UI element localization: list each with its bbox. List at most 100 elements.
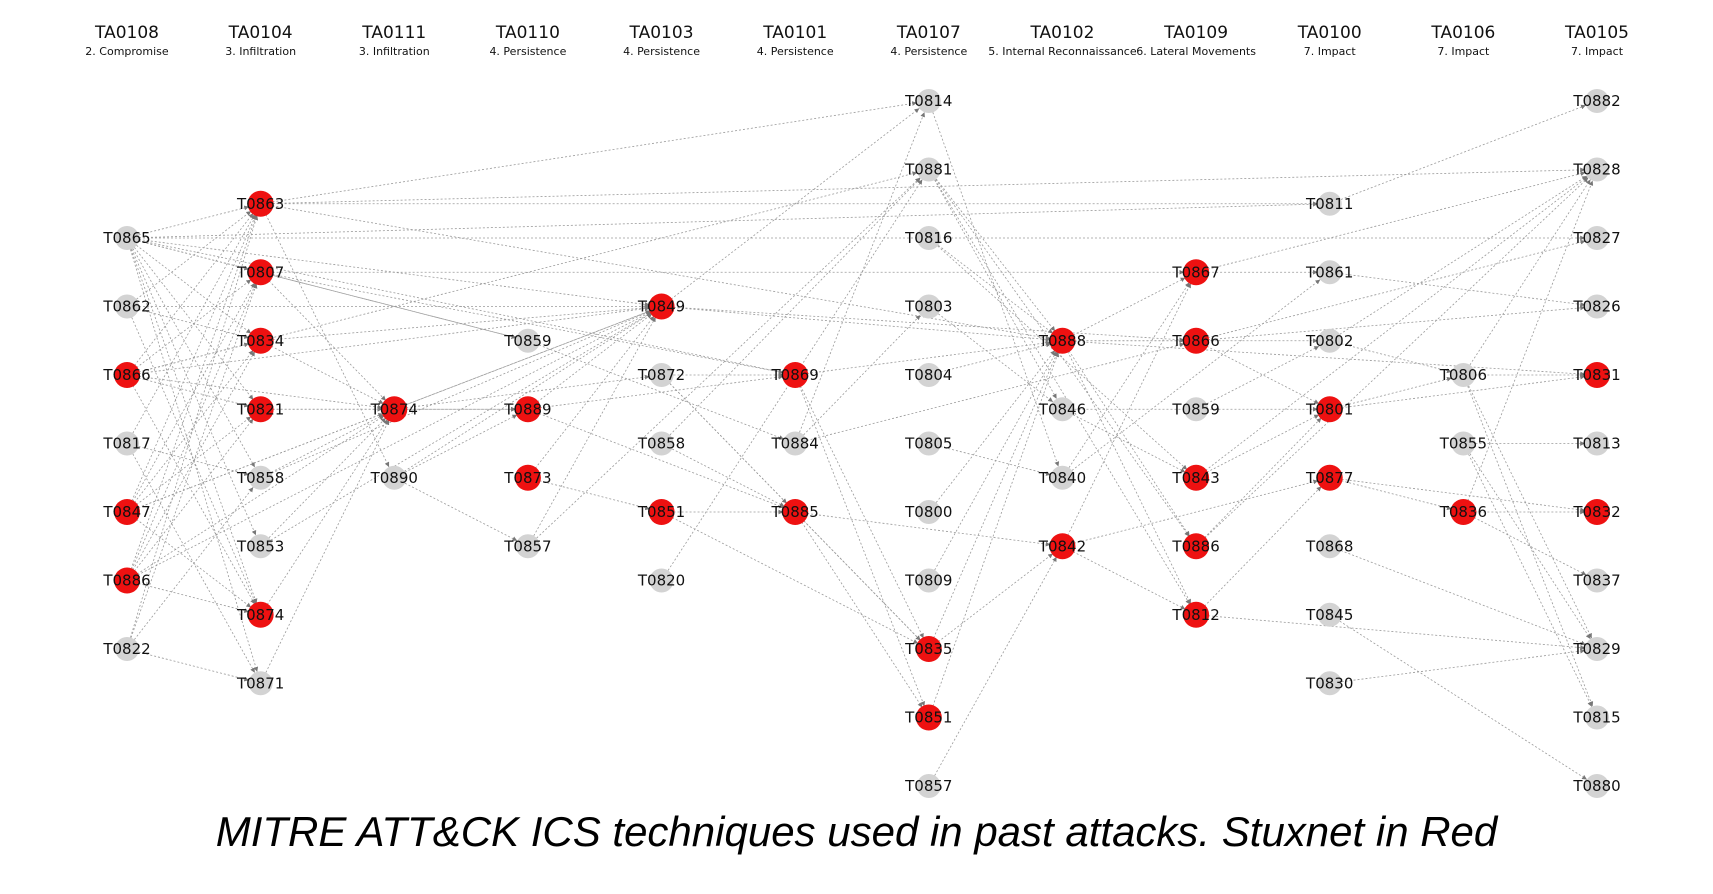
node-label: T0842 xyxy=(1038,537,1086,555)
node-label: T0872 xyxy=(637,366,685,384)
node-label: T0815 xyxy=(1572,709,1620,727)
node-label: T0890 xyxy=(370,469,418,487)
column-id: TA0100 xyxy=(1297,23,1362,43)
technique-node: T0809 xyxy=(904,568,952,593)
node-dot xyxy=(1316,396,1343,423)
technique-node: T0811 xyxy=(1305,191,1353,216)
node-label: T0800 xyxy=(904,503,952,521)
column-tactic-label: 3. Infiltration xyxy=(225,45,296,58)
edge xyxy=(1341,648,1586,683)
edge xyxy=(271,345,384,405)
node-dot xyxy=(915,636,942,662)
node-label: T0885 xyxy=(771,503,819,521)
node-label: T0804 xyxy=(904,366,952,384)
stuxnet-technique-node: T0832 xyxy=(1572,499,1621,525)
column-id: TA0111 xyxy=(361,23,426,43)
node-label: T0851 xyxy=(637,503,685,521)
node-dot xyxy=(1317,328,1342,353)
edge xyxy=(1340,104,1586,200)
node-dot xyxy=(1451,363,1476,387)
node-dot xyxy=(1585,774,1609,798)
node-label: T0862 xyxy=(102,298,150,316)
technique-node: T0813 xyxy=(1572,431,1621,456)
column-id: TA0105 xyxy=(1564,23,1629,43)
stuxnet-technique-node: T0886 xyxy=(102,567,151,594)
edge xyxy=(670,107,920,300)
node-label: T0809 xyxy=(904,572,952,590)
edge xyxy=(538,344,785,440)
stuxnet-technique-node: T0821 xyxy=(236,396,284,423)
node-dot xyxy=(381,396,408,423)
node-dot xyxy=(115,431,139,456)
technique-node: T0865 xyxy=(102,226,151,250)
technique-node: T0890 xyxy=(370,465,418,490)
node-dot xyxy=(915,704,942,731)
node-label: T0830 xyxy=(1305,674,1353,692)
node-label: T0802 xyxy=(1305,332,1353,350)
node-label: T0886 xyxy=(102,572,150,590)
edge xyxy=(1207,171,1586,270)
node-dot xyxy=(1183,464,1210,491)
edge xyxy=(138,310,651,509)
edge xyxy=(271,414,384,473)
edge xyxy=(265,214,390,468)
edge xyxy=(932,351,1060,707)
node-dot xyxy=(1585,705,1609,730)
technique-node: T0805 xyxy=(904,431,952,456)
stuxnet-technique-node: T0847 xyxy=(102,499,151,525)
edge xyxy=(136,210,252,300)
edge xyxy=(138,651,250,682)
node-label: T0874 xyxy=(236,606,284,624)
edges-layer xyxy=(130,101,1594,780)
column-id: TA0102 xyxy=(1029,23,1094,43)
column-tactic-label: 4. Persistence xyxy=(623,45,700,58)
node-label: T0840 xyxy=(1038,469,1086,487)
edge xyxy=(1469,453,1591,640)
node-dot xyxy=(1585,157,1609,182)
edge xyxy=(1205,176,1588,471)
edge xyxy=(934,179,1191,605)
edge xyxy=(807,513,1051,547)
edge xyxy=(1468,385,1593,639)
edge xyxy=(1341,480,1452,511)
edge xyxy=(1068,282,1190,468)
node-dot xyxy=(649,363,674,387)
column-tactic-label: 4. Persistence xyxy=(489,45,566,58)
node-label: T0817 xyxy=(102,435,150,453)
node-label: T0889 xyxy=(503,400,551,418)
edge xyxy=(1068,350,1190,537)
technique-node: T0857 xyxy=(503,534,552,559)
node-dot xyxy=(916,774,941,798)
figure-caption: MITRE ATT&CK ICS techniques used in past… xyxy=(215,808,1498,855)
node-label: T0803 xyxy=(904,298,952,316)
edge xyxy=(799,112,925,433)
node-dot xyxy=(114,499,140,525)
node-label: T0849 xyxy=(637,298,685,316)
node-label: T0874 xyxy=(370,400,418,418)
technique-node: T0822 xyxy=(102,637,151,661)
stuxnet-technique-node: T0873 xyxy=(503,464,552,491)
technique-node: T0861 xyxy=(1305,260,1353,285)
node-dot xyxy=(247,259,274,286)
edge xyxy=(669,383,788,504)
column-id: TA0107 xyxy=(896,23,961,43)
technique-node: T0858 xyxy=(637,431,685,456)
node-dot xyxy=(514,396,541,423)
node-dot xyxy=(1317,260,1342,285)
edge xyxy=(266,419,389,605)
edge xyxy=(934,556,1057,776)
technique-node: T0828 xyxy=(1572,157,1621,182)
edge xyxy=(270,312,652,541)
edge xyxy=(1473,517,1587,576)
stuxnet-technique-node: T0889 xyxy=(503,396,552,423)
node-dot xyxy=(248,671,273,696)
node-dot xyxy=(247,190,274,217)
edge xyxy=(130,214,258,570)
node-dot xyxy=(1317,191,1342,216)
node-dot xyxy=(115,637,139,661)
node-dot xyxy=(248,534,273,559)
node-dot xyxy=(648,293,675,320)
node-dot xyxy=(1316,464,1343,491)
edge xyxy=(134,486,254,640)
